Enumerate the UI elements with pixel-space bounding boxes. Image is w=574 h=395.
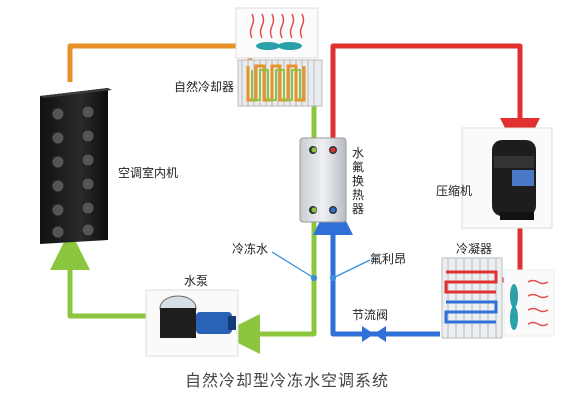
- water-freon-hx-label: 水氟换热器: [352, 146, 365, 216]
- pump-label: 水泵: [184, 274, 209, 288]
- water-pump: [145, 289, 239, 357]
- compressor: [461, 127, 553, 229]
- supply-water-pipe: [67, 43, 253, 82]
- return-water-pipe: [220, 205, 317, 354]
- expansion-valve-label: 节流阀: [352, 308, 389, 322]
- freon-label: 氟利昂: [370, 252, 407, 266]
- chilled-water-label: 冷冻水: [232, 242, 269, 256]
- water-freon-heat-exchanger: [299, 137, 347, 223]
- hot-refrigerant-pipe: [330, 43, 540, 158]
- compressor-label: 压缩机: [436, 184, 473, 198]
- indoor-unit-label: 空调室内机: [118, 166, 179, 180]
- condenser-label: 冷凝器: [456, 242, 493, 256]
- freon-leader: [329, 259, 371, 282]
- indoor-unit: [40, 88, 112, 244]
- natural-cooler: [235, 7, 323, 107]
- chilled-water-leader: [271, 251, 318, 282]
- pump-to-indoor-pipe: [50, 230, 150, 319]
- expansion-valve: [362, 326, 386, 342]
- condenser: [441, 257, 555, 339]
- diagram-caption: 自然冷却型冷冻水空调系统: [184, 371, 389, 390]
- natural-cooler-label: 自然冷却器: [174, 80, 235, 94]
- cold-refrigerant-pipe: [313, 195, 440, 337]
